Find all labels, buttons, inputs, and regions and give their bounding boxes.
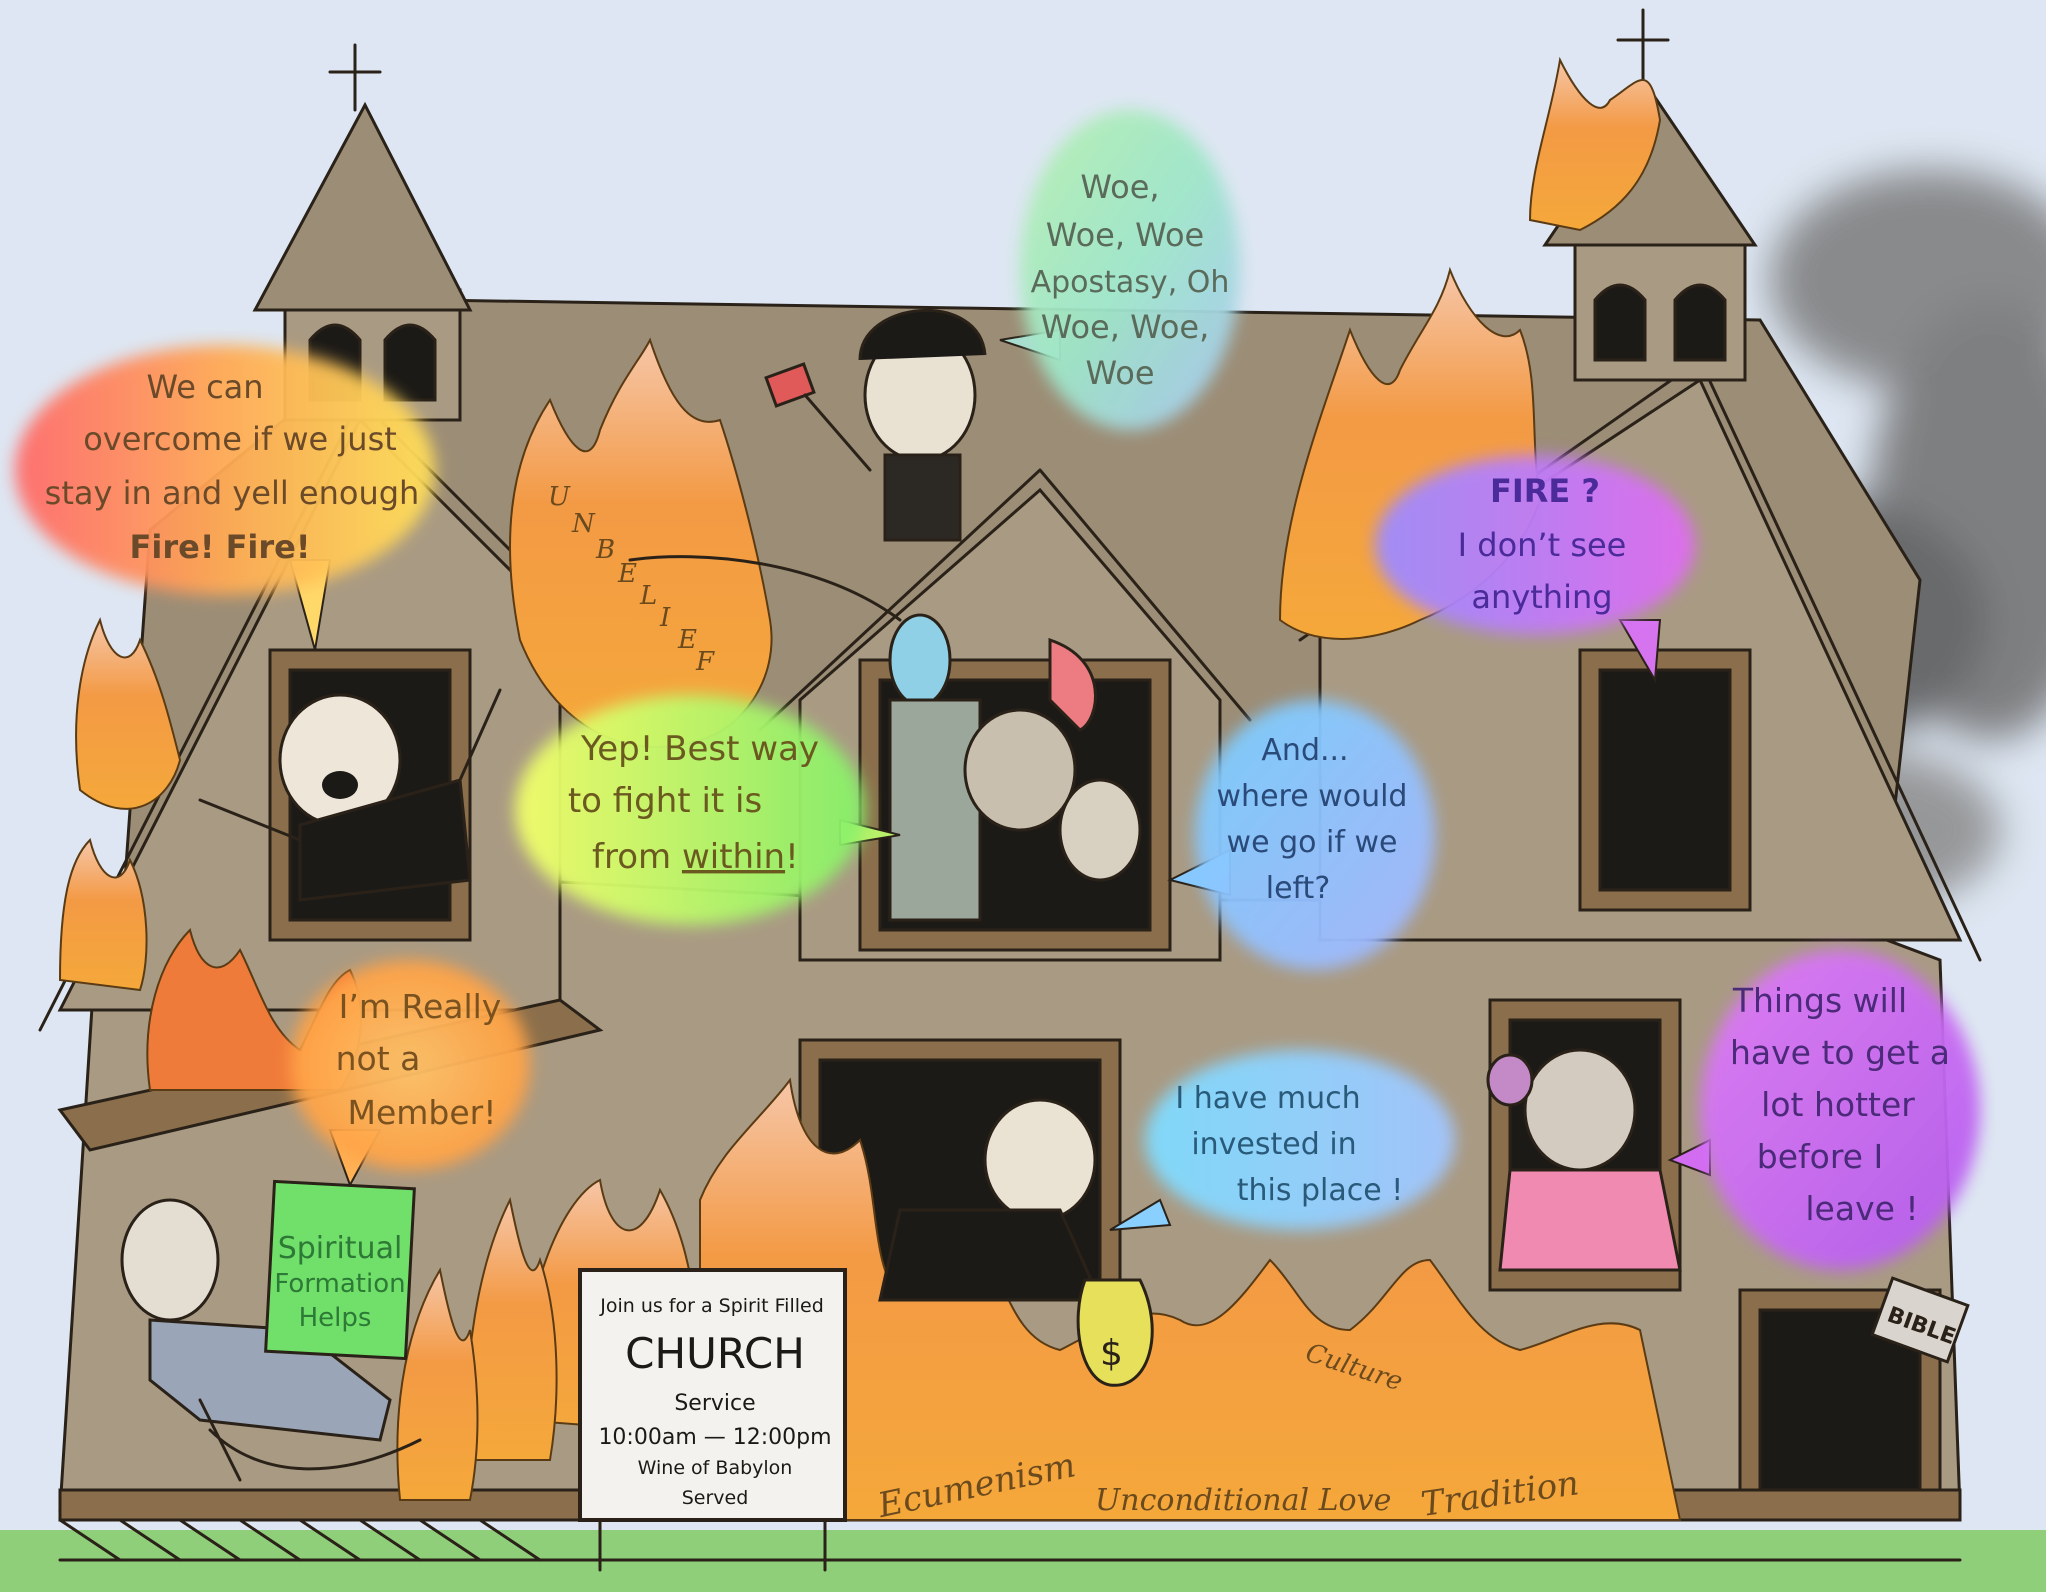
bubble-line: from within! <box>592 837 799 877</box>
bubble-line: And... <box>1261 733 1348 768</box>
bubble-line: have to get a <box>1730 1033 1950 1072</box>
man-on-roof <box>764 309 987 542</box>
church-sign-line: Wine of Babylon <box>638 1457 793 1479</box>
speech-bubble-woe: Woe, Woe, Woe Apostasy, Oh Woe, Woe, Woe <box>999 110 1240 430</box>
red-haired-man <box>963 637 1142 882</box>
woman-in-window <box>1486 1048 1682 1272</box>
speech-bubble-yell: We can overcome if we just stay in and y… <box>15 345 435 651</box>
left-steeple <box>252 43 473 422</box>
yelling-man <box>198 688 502 902</box>
speech-bubble-yep: Yep! Best way to fight it is from within… <box>515 695 901 925</box>
bubble-line: Member! <box>348 1093 497 1132</box>
flames <box>58 56 1682 1521</box>
spiritual-sign-line: Helps <box>299 1303 372 1333</box>
church-sign-line: Served <box>682 1487 749 1509</box>
unbelief-letter: N <box>571 509 596 539</box>
spiritual-sign-line: Spiritual <box>278 1231 403 1266</box>
bubble-line: Woe, <box>1080 168 1159 206</box>
unbelief-letter: I <box>659 603 671 633</box>
speech-bubble-where: And... where would we go if we left? <box>1167 700 1435 970</box>
bubble-line: invested in <box>1191 1127 1356 1162</box>
bubble-line: not a <box>336 1039 421 1078</box>
underlined-word: within <box>682 837 785 877</box>
bubble-line: Things will <box>1732 981 1907 1020</box>
church-sign-line: 10:00am — 12:00pm <box>598 1425 831 1450</box>
unconditional-love-label: Unconditional Love <box>1095 1483 1391 1518</box>
church-sign-line: Join us for a Spirit Filled <box>599 1295 824 1317</box>
man-with-money: $ <box>878 1098 1154 1387</box>
church-sign-title: CHURCH <box>625 1329 805 1378</box>
unbelief-letter: U <box>548 482 571 512</box>
speech-bubble-member: I’m Really not a Member! <box>290 960 530 1188</box>
spiritual-formation-sign: Spiritual Formation Helps <box>264 1179 416 1361</box>
unbelief-letter: E <box>617 559 637 589</box>
bubble-line: Woe, Woe <box>1046 216 1204 254</box>
bubble-line: leave ! <box>1805 1189 1918 1228</box>
bubble-line: I have much <box>1175 1081 1360 1116</box>
bubble-line: to fight it is <box>568 781 762 821</box>
bubble-line: this place ! <box>1237 1173 1404 1208</box>
bubble-line: Yep! Best way <box>580 729 819 769</box>
unbelief-letter: F <box>695 647 715 677</box>
bubble-bold-line: Fire! Fire! <box>130 528 311 566</box>
money-bag-symbol: $ <box>1100 1333 1123 1374</box>
speech-bubble-fire-question: FIRE ? I don’t see anything <box>1375 455 1695 684</box>
unbelief-label: U N B E L I E F <box>548 482 715 677</box>
bubble-line: where would <box>1217 779 1408 814</box>
speech-bubble-invested: I have much invested in this place ! <box>1109 1050 1455 1231</box>
bubble-line: Apostasy, Oh <box>1031 265 1230 300</box>
bubble-line: we go if we <box>1227 825 1398 860</box>
bubble-line: We can <box>146 368 263 406</box>
bubble-line: I don’t see <box>1458 526 1627 564</box>
bubble-line: overcome if we just <box>83 420 397 458</box>
bubble-line: Woe <box>1085 354 1154 392</box>
bubble-line: lot hotter <box>1761 1085 1915 1124</box>
bubble-bold-line: FIRE ? <box>1490 472 1600 510</box>
bubble-line: before I <box>1757 1137 1883 1176</box>
unbelief-letter: B <box>595 535 615 565</box>
church-sign-line: Service <box>674 1391 755 1416</box>
unbelief-letter: E <box>677 625 697 655</box>
spiritual-sign-line: Formation <box>274 1269 405 1299</box>
unbelief-letter: L <box>639 581 657 611</box>
man-in-rocking-chair <box>120 1198 422 1482</box>
speech-bubble-hotter: Things will have to get a lot hotter bef… <box>1667 950 1980 1270</box>
bubble-line: left? <box>1266 871 1331 906</box>
bubble-line: I’m Really <box>339 987 502 1026</box>
bubble-line: anything <box>1471 578 1612 616</box>
bible-sign: BIBLE <box>1870 1276 1970 1364</box>
bubble-line: Woe, Woe, <box>1041 308 1210 346</box>
church-sign: Join us for a Spirit Filled CHURCH Servi… <box>578 1268 847 1572</box>
man-with-hose <box>628 555 982 922</box>
bubble-line: stay in and yell enough <box>45 474 420 512</box>
